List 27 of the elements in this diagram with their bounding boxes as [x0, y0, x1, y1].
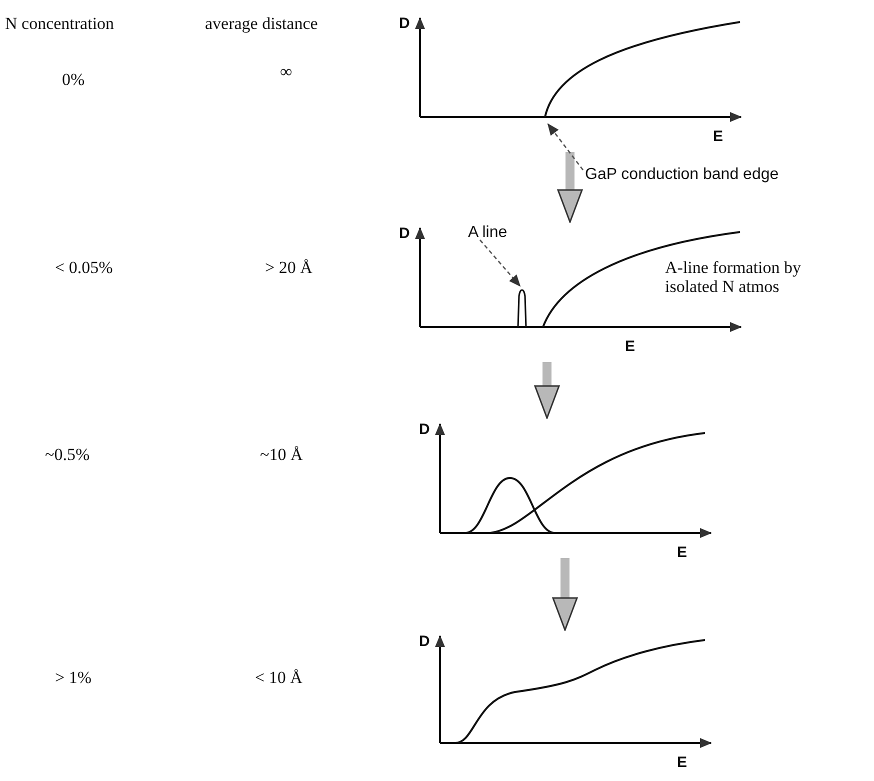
- column-heading: N concentration: [5, 14, 114, 34]
- column-heading: average distance: [205, 14, 318, 34]
- leader-line: [479, 240, 521, 287]
- text-label: > 20 Å: [265, 258, 312, 278]
- text-label: < 10 Å: [255, 668, 302, 688]
- axis-label: E: [713, 129, 724, 145]
- annotation-text: GaP conduction band edge: [585, 166, 779, 184]
- text-label: < 0.05%: [55, 258, 113, 278]
- axis-label: D: [419, 422, 430, 438]
- block-arrow: [557, 152, 583, 223]
- annotation-text: A line: [468, 224, 508, 242]
- a-line-peak: [517, 288, 527, 328]
- axis-label: D: [419, 634, 430, 650]
- block-arrow: [552, 558, 578, 631]
- axis-label: E: [625, 339, 636, 355]
- text-label: A-line formation by isolated N atmos: [665, 258, 802, 296]
- axis-label: E: [677, 545, 688, 561]
- text-label: ~10 Å: [260, 445, 303, 465]
- text-label: ∞: [280, 62, 292, 82]
- axis-label: D: [399, 226, 410, 242]
- text-label: ~0.5%: [45, 445, 90, 465]
- leader-line: [547, 123, 584, 170]
- axis-label: D: [399, 16, 410, 32]
- text-label: 0%: [62, 70, 85, 90]
- axis-label: E: [677, 755, 688, 771]
- text-label: > 1%: [55, 668, 92, 688]
- block-arrow: [534, 362, 560, 419]
